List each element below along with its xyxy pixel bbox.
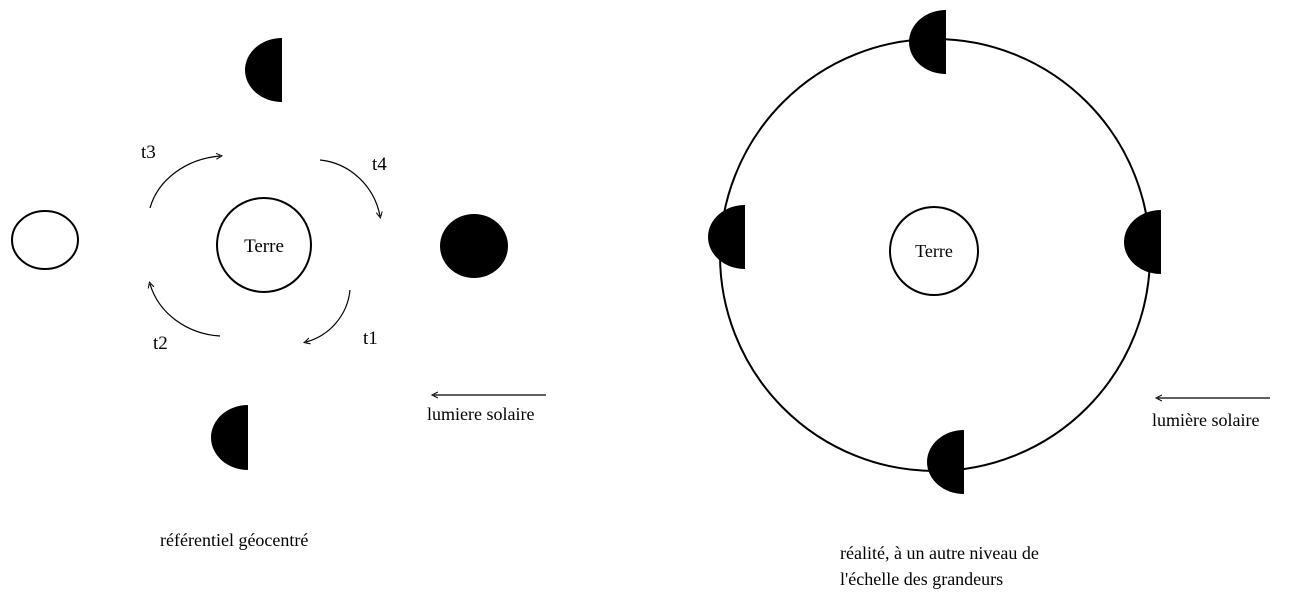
moon-orbit-top: [909, 10, 946, 74]
moon-new-right: [440, 214, 508, 278]
moon-orbit-bottom: [927, 430, 964, 494]
caption-reality-line1: réalité, à un autre niveau de: [840, 543, 1039, 563]
moon-top-half-dark: [245, 38, 282, 102]
time-label-t4: t4: [372, 154, 387, 175]
geocentric-diagram: Terre t1 t2 t3 t4 lumiere solaire référe…: [12, 38, 546, 550]
earth-label: Terre: [244, 236, 284, 257]
moon-bottom-half-dark: [211, 405, 248, 470]
time-label-t3: t3: [141, 142, 156, 163]
caption-geocentric: référentiel géocentré: [160, 530, 308, 550]
moon-full-left: [12, 211, 78, 269]
arrow-t1: [306, 290, 350, 342]
arrow-t2: [150, 284, 220, 336]
sunlight-label-right: lumière solaire: [1152, 410, 1259, 430]
time-label-t1: t1: [363, 328, 378, 349]
earth-label-right: Terre: [915, 241, 953, 261]
moon-orbit-left: [708, 205, 745, 269]
sunlight-label-left: lumiere solaire: [427, 404, 534, 424]
time-label-t2: t2: [153, 333, 168, 354]
caption-reality-line2: l'échelle des grandeurs: [840, 569, 1003, 589]
arrow-t4: [320, 160, 380, 216]
arrow-t3: [150, 156, 220, 208]
reality-diagram: Terre lumière solaire réalité, à un autr…: [708, 10, 1270, 589]
moon-orbit-right: [1124, 210, 1161, 274]
